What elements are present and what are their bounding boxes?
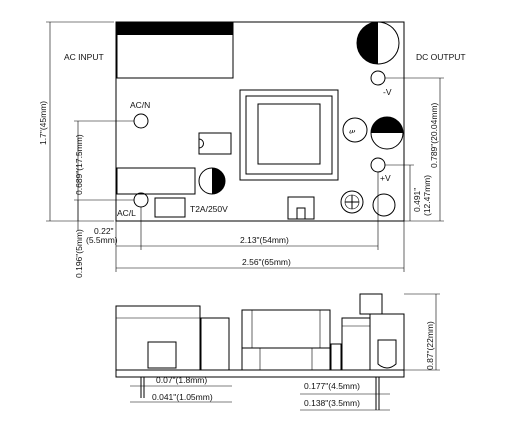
dim-pin-left: 0.07"(1.8mm) 0.041"(1.05mm) xyxy=(130,375,232,403)
dim-ac-n-height-text: 0.689"(17.5mm) xyxy=(74,134,84,195)
dim-side-height: 0.87"(22mm) xyxy=(404,293,440,371)
dim-ac-n-height: 0.689"(17.5mm) xyxy=(74,120,134,221)
trimmer-pot xyxy=(340,190,364,214)
side-small-component xyxy=(330,343,342,371)
input-filter-block xyxy=(116,167,196,195)
dc-output-label: DC OUTPUT xyxy=(416,52,466,62)
plus-v-label: +V xyxy=(380,173,391,183)
dim-pin-right: 0.177"(4.5mm) 0.138"(3.5mm) xyxy=(300,376,390,411)
side-output-connector xyxy=(359,293,405,371)
side-filter-block xyxy=(200,317,230,371)
dim-ac-l-x-text: 0.22" xyxy=(94,226,114,236)
transformer xyxy=(239,89,339,181)
fuse xyxy=(154,197,186,218)
dim-ac-l-offset-text: 0.196"(5mm) xyxy=(74,229,84,278)
led xyxy=(372,193,396,217)
dim-ac-l-offset: 0.196"(5mm) xyxy=(74,199,134,278)
fuse-label: T2A/250V xyxy=(190,204,228,214)
ac-n-label: AC/N xyxy=(130,100,150,110)
small-component-bridge xyxy=(198,132,232,155)
output-pin-plus xyxy=(370,157,386,173)
dim-ac-l-x-mm-text: (5.5mm) xyxy=(86,235,118,245)
dim-pin-len-left-text: 0.07"(1.8mm) xyxy=(156,375,207,385)
pcb-outline-top xyxy=(115,21,405,222)
dim-pin-len-right-text: 0.177"(4.5mm) xyxy=(304,381,360,391)
svg-text:ሠ: ሠ xyxy=(349,127,356,136)
capacitor-mid-right: ሠ xyxy=(342,116,404,150)
dim-out-plus-height-in-text: 0.491" xyxy=(412,188,422,212)
capacitor-top-right xyxy=(356,21,400,65)
capacitor-lower-left xyxy=(198,167,226,195)
ac-n-pin xyxy=(133,113,149,129)
dim-ac-l-x: 0.22" (5.5mm) xyxy=(86,207,142,250)
dim-width-total-text: 2.56"(65mm) xyxy=(242,257,291,267)
dim-out-minus-height-text: 0.789"(20.04mm) xyxy=(429,102,439,168)
ac-l-label: AC/L xyxy=(117,208,136,218)
dim-pin-dia-left-text: 0.041"(1.05mm) xyxy=(152,392,213,402)
dim-out-plus-height: 0.491" (12.47mm) xyxy=(385,164,432,221)
ac-l-pin xyxy=(133,192,149,208)
dim-width-total: 2.56"(65mm) xyxy=(115,221,405,272)
output-pin-minus xyxy=(370,70,386,86)
dim-out-minus-height: 0.789"(20.04mm) xyxy=(385,77,444,222)
side-ac-connector xyxy=(115,305,201,371)
dim-out-plus-height-mm-text: (12.47mm) xyxy=(422,175,432,216)
side-transformer xyxy=(241,309,331,371)
small-component-notched xyxy=(287,196,315,220)
dim-pin-span: 2.13"(54mm) xyxy=(141,172,379,250)
dim-pin-dia-right-text: 0.138"(3.5mm) xyxy=(304,398,360,408)
ac-input-label: AC INPUT xyxy=(64,52,104,62)
dim-pin-span-text: 2.13"(54mm) xyxy=(240,235,289,245)
side-view: 0.87"(22mm) 0.07"(1.8mm) 0.041"(1.05mm) … xyxy=(115,293,440,411)
dim-side-height-text: 0.87"(22mm) xyxy=(425,321,435,370)
dim-height-total-text: 1.7"(45mm) xyxy=(38,101,48,145)
minus-v-label: -V xyxy=(383,87,392,97)
side-ac-connector-window xyxy=(147,341,177,369)
ac-input-connector-top xyxy=(117,23,233,35)
dim-height-total: 1.7"(45mm) xyxy=(38,21,114,222)
top-view: ሠ AC INPUT xyxy=(38,21,466,278)
side-pins xyxy=(140,377,380,410)
